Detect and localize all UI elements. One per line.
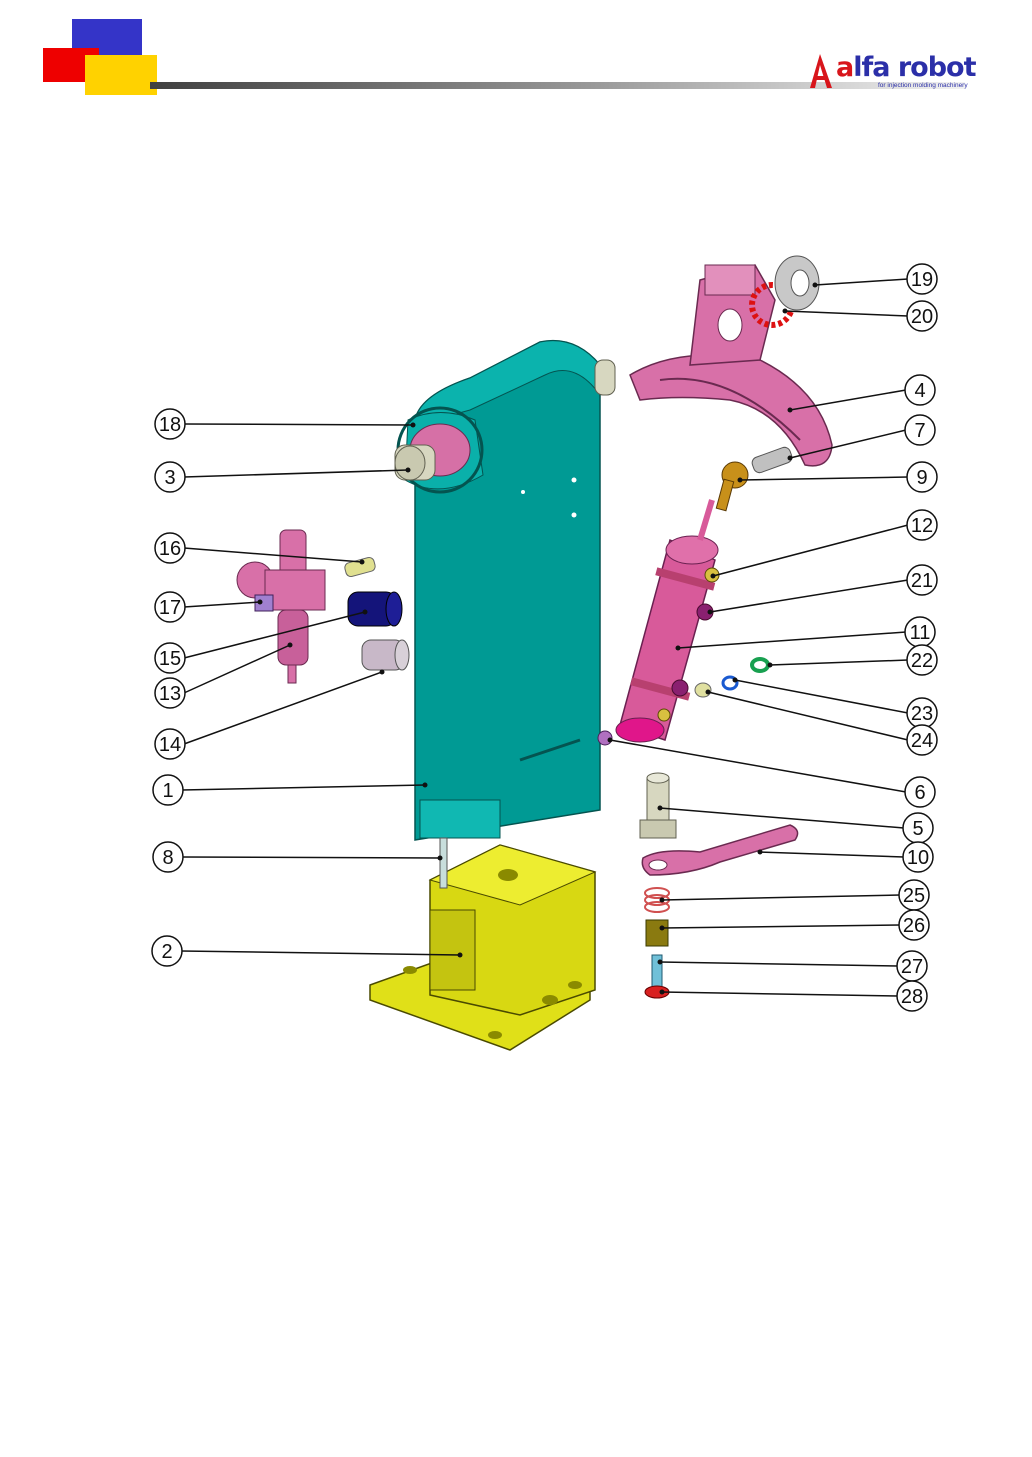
leader-dot-17 xyxy=(258,600,263,605)
leader-dot-2 xyxy=(458,953,463,958)
callout-label-28: 28 xyxy=(901,986,923,1008)
callout-label-10: 10 xyxy=(907,847,929,869)
leader-dot-28 xyxy=(660,990,665,995)
leader-line-26 xyxy=(662,925,900,928)
callout-label-23: 23 xyxy=(911,703,933,725)
arm-body-part xyxy=(405,341,600,840)
callout-label-21: 21 xyxy=(911,570,933,592)
callout-label-22: 22 xyxy=(911,650,933,672)
leader-dot-19 xyxy=(813,283,818,288)
leader-dot-22 xyxy=(768,663,773,668)
callout-label-19: 19 xyxy=(911,269,933,291)
callout-label-3: 3 xyxy=(164,467,175,489)
leader-line-24 xyxy=(708,692,908,740)
callout-label-25: 25 xyxy=(903,885,925,907)
leader-line-15 xyxy=(184,612,365,658)
callout-label-16: 16 xyxy=(159,538,181,560)
leader-line-28 xyxy=(662,992,898,996)
leader-dot-4 xyxy=(788,408,793,413)
leader-line-19 xyxy=(815,279,908,285)
leader-dot-15 xyxy=(363,610,368,615)
callout-label-5: 5 xyxy=(912,818,923,840)
leader-line-3 xyxy=(184,470,408,477)
leader-line-10 xyxy=(760,852,904,857)
leader-line-21 xyxy=(710,580,908,612)
leader-dot-5 xyxy=(658,806,663,811)
bracket-pin-part xyxy=(750,446,793,475)
leader-dot-11 xyxy=(676,646,681,651)
leader-dot-18 xyxy=(411,423,416,428)
leader-line-17 xyxy=(184,602,260,607)
leader-line-23 xyxy=(735,680,908,713)
callout-label-8: 8 xyxy=(162,847,173,869)
leader-dot-27 xyxy=(658,960,663,965)
callout-label-26: 26 xyxy=(903,915,925,937)
callout-label-15: 15 xyxy=(159,648,181,670)
leader-dot-23 xyxy=(733,678,738,683)
leader-dot-20 xyxy=(783,309,788,314)
leader-line-16 xyxy=(184,548,362,562)
leader-line-8 xyxy=(182,857,440,858)
pin-part xyxy=(440,838,447,888)
leader-line-12 xyxy=(713,525,908,576)
callout-label-12: 12 xyxy=(911,515,933,537)
leader-dot-3 xyxy=(406,468,411,473)
leader-dot-26 xyxy=(660,926,665,931)
leader-line-20 xyxy=(785,311,908,316)
callout-label-13: 13 xyxy=(159,683,181,705)
callout-label-27: 27 xyxy=(901,956,923,978)
leader-dot-7 xyxy=(788,456,793,461)
leader-dot-16 xyxy=(360,560,365,565)
leader-line-27 xyxy=(660,962,898,966)
leader-line-22 xyxy=(770,660,908,665)
leader-dot-24 xyxy=(706,690,711,695)
silencer-part xyxy=(362,640,409,670)
pivot-pin-part xyxy=(640,773,676,838)
callout-label-24: 24 xyxy=(911,730,933,752)
callout-label-14: 14 xyxy=(159,734,181,756)
callout-label-7: 7 xyxy=(914,420,925,442)
leader-dot-6 xyxy=(608,738,613,743)
callout-label-11: 11 xyxy=(910,622,931,644)
leader-dot-9 xyxy=(738,478,743,483)
leader-dot-21 xyxy=(708,610,713,615)
fitting-part xyxy=(344,556,377,577)
leader-dot-14 xyxy=(380,670,385,675)
ring-green-part xyxy=(752,659,768,671)
callout-label-1: 1 xyxy=(162,780,173,802)
leader-dot-25 xyxy=(660,898,665,903)
callout-label-6: 6 xyxy=(914,782,925,804)
leader-line-11 xyxy=(678,632,906,648)
leader-line-1 xyxy=(182,785,425,790)
bushing-part xyxy=(646,920,668,946)
rod-end-part xyxy=(716,462,748,511)
leader-line-18 xyxy=(184,424,413,425)
leader-line-5 xyxy=(660,808,904,828)
leader-line-9 xyxy=(740,477,908,480)
leader-dot-13 xyxy=(288,643,293,648)
leader-dot-1 xyxy=(423,783,428,788)
callout-label-9: 9 xyxy=(916,467,927,489)
blue-connector-part xyxy=(348,592,402,626)
callout-label-20: 20 xyxy=(911,306,933,328)
callout-label-18: 18 xyxy=(159,414,181,436)
callout-label-2: 2 xyxy=(161,941,172,963)
leader-line-13 xyxy=(184,645,290,693)
leader-dot-12 xyxy=(711,574,716,579)
callout-label-4: 4 xyxy=(914,380,925,402)
leader-line-14 xyxy=(184,672,382,744)
washer-part xyxy=(775,256,819,310)
base-part xyxy=(370,845,595,1050)
leader-line-2 xyxy=(181,951,460,955)
leader-line-25 xyxy=(662,895,900,900)
leader-dot-8 xyxy=(438,856,443,861)
callout-label-17: 17 xyxy=(159,597,181,619)
leader-dot-10 xyxy=(758,850,763,855)
cylinder-part xyxy=(598,500,719,745)
